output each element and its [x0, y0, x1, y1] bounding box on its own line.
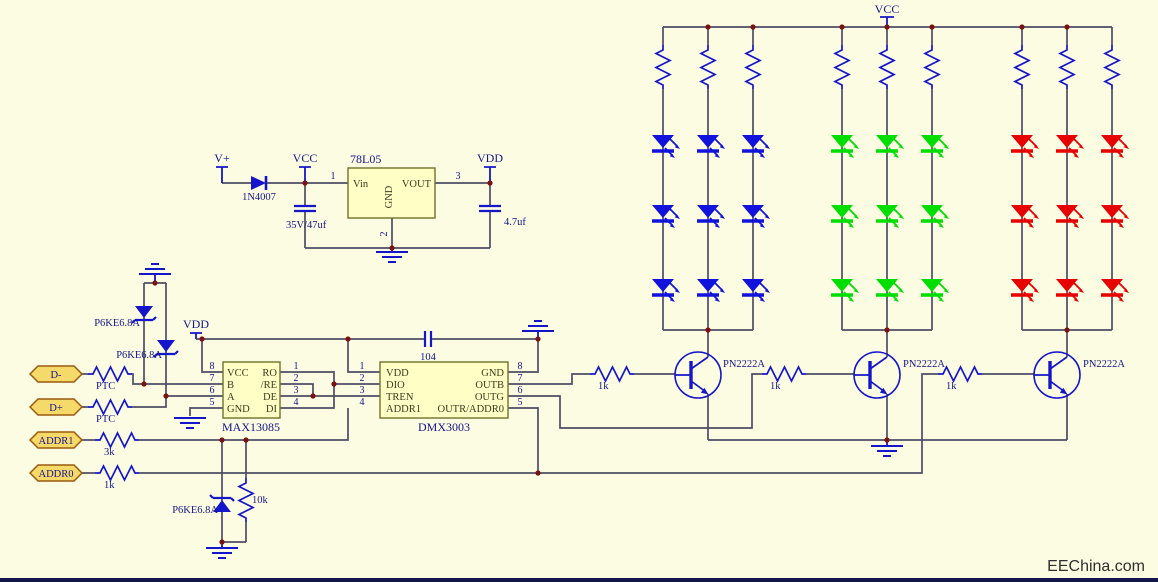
dmx-pin7-num: 7: [518, 373, 523, 384]
max-ro-pin: RO: [262, 368, 277, 379]
reg-pin2-num: 2: [379, 232, 390, 237]
reg-gnd-pin: GND: [384, 185, 395, 208]
max-pin4-num: 4: [294, 397, 299, 408]
ptc1-label: PTC: [96, 381, 115, 392]
tvs1-label: P6KE6.8A: [94, 318, 140, 329]
dmx-dio-pin: DIO: [386, 380, 405, 391]
dmx-outb-pin: OUTB: [475, 380, 504, 391]
dmx-pin8-num: 8: [518, 361, 523, 372]
ptc2-label: PTC: [96, 414, 115, 425]
reg-pin1-num: 1: [331, 171, 336, 182]
vplus-label: V+: [214, 151, 230, 165]
decoupling-cap-label: 104: [420, 352, 437, 363]
dmx-gnd-pin: GND: [481, 368, 504, 379]
max-de-pin: DE: [263, 392, 277, 403]
port-addr0-label: ADDR0: [38, 469, 73, 480]
decoupling-cap-icon: [423, 331, 433, 347]
vdd2-label: VDD: [183, 317, 209, 331]
regulator-name: 78L05: [350, 152, 381, 166]
vdd-power-bar: [484, 166, 496, 183]
dmx3003-name: DMX3003: [418, 420, 470, 434]
vcc-led-label: VCC: [875, 2, 900, 16]
transistor3-label: PN2222A: [1083, 359, 1125, 370]
dmx-pin4-num: 4: [360, 397, 365, 408]
dmx-vdd-pin: VDD: [386, 368, 409, 379]
controller-labels: DMX3003 104 1 2 3 4 VDD DIO TREN ADDR1 G…: [360, 352, 523, 434]
max-b-pin: B: [227, 380, 234, 391]
transceiver-labels: MAX13085 8 7 6 5 VCC B A GND RO /RE DE D…: [210, 361, 299, 434]
dmx-pin5-num: 5: [518, 397, 523, 408]
junctions: [141, 24, 1070, 545]
dmx-pin3-num: 3: [360, 385, 365, 396]
base-res1-label: 1k: [598, 381, 609, 392]
driver-labels: 1k 1k 1k PN2222A PN2222A PN2222A VCC: [598, 2, 1125, 392]
port-d-plus-label: D+: [49, 403, 63, 414]
max-a-pin: A: [227, 392, 235, 403]
vplus-power-bar: [216, 166, 228, 183]
dmx3003-body: [379, 361, 509, 419]
regulator-78l05-body: [347, 167, 436, 219]
max-vcc-pin: VCC: [227, 368, 249, 379]
dmx-pin2-num: 2: [360, 373, 365, 384]
vdd-label: VDD: [477, 151, 503, 165]
max-pin5-num: 5: [210, 397, 215, 408]
max-pin8-num: 8: [210, 361, 215, 372]
dmx-pin1-num: 1: [360, 361, 365, 372]
rectifier-label: 1N4007: [242, 192, 276, 203]
transistor1-label: PN2222A: [723, 359, 765, 370]
dmx-addr1-pin: ADDR1: [386, 404, 421, 415]
max-pin3-num: 3: [294, 385, 299, 396]
max-pin1-num: 1: [294, 361, 299, 372]
vcc-power-bar: [299, 166, 311, 183]
max13085-body: [222, 361, 281, 419]
output-cap-label: 4.7uf: [504, 217, 526, 228]
ports: D- D+ ADDR1 ADDR0: [29, 365, 83, 482]
ics: [222, 167, 509, 419]
dmx-outr-addr0-pin: OUTR/ADDR0: [437, 404, 504, 415]
components: [87, 44, 1120, 523]
port-addr1-label: ADDR1: [38, 436, 73, 447]
dmx-pin6-num: 6: [518, 385, 523, 396]
watermark: EEChina.com: [1047, 558, 1145, 575]
power-section-labels: V+ VCC VDD 78L05 1N4007 1 3 2 Vin VOUT G…: [214, 151, 526, 237]
base-res2-label: 1k: [770, 381, 781, 392]
max-di-pin: DI: [266, 404, 278, 415]
tvs3-label: P6KE6.8A: [172, 505, 218, 516]
base-res3-label: 1k: [946, 381, 957, 392]
reg-pin3-num: 3: [456, 171, 461, 182]
addr1-res-label: 3k: [104, 447, 115, 458]
bottom-border: [0, 578, 1158, 582]
addr0-res-label: 1k: [104, 480, 115, 491]
max-gnd-pin: GND: [227, 404, 250, 415]
dmx-outg-pin: OUTG: [475, 392, 505, 403]
dmx-tren-pin: TREN: [386, 392, 414, 403]
reg-vout-pin: VOUT: [402, 179, 432, 190]
port-d-minus-label: D-: [50, 370, 62, 381]
pulldown-res-label: 10k: [252, 495, 269, 506]
tvs2-label: P6KE6.8A: [116, 350, 162, 361]
max-pin2-num: 2: [294, 373, 299, 384]
input-cap-label: 35V/47uf: [286, 220, 327, 231]
max-re-pin: /RE: [261, 380, 277, 391]
vcc-label: VCC: [293, 151, 318, 165]
max-pin6-num: 6: [210, 385, 215, 396]
max13085-name: MAX13085: [222, 420, 280, 434]
transistor2-label: PN2222A: [903, 359, 945, 370]
max-pin7-num: 7: [210, 373, 215, 384]
vdd2-power-bar: [190, 332, 202, 339]
input-section-labels: PTC PTC P6KE6.8A P6KE6.8A P6KE6.8A 3k 1k…: [94, 317, 268, 516]
reg-vin-pin: Vin: [353, 179, 369, 190]
